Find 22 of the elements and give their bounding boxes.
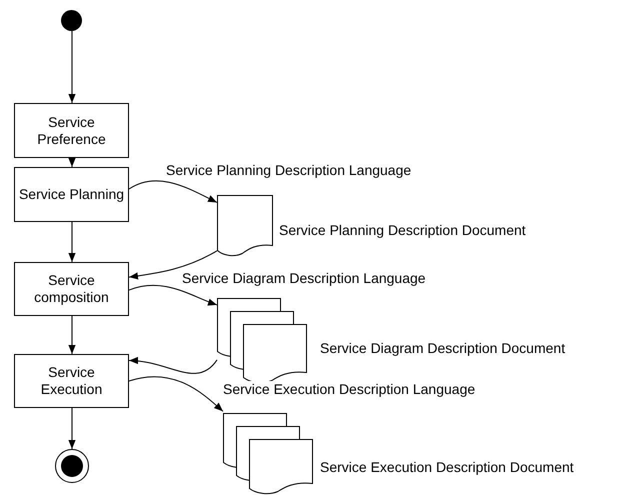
document-label: Service Diagram Description Document (320, 340, 566, 356)
arrow (68, 316, 76, 354)
edge-label: Service Planning Description Language (165, 162, 412, 178)
document-label: Service Execution Description Document (320, 459, 574, 475)
process-box: Service Preference (14, 103, 129, 158)
arrow (68, 222, 76, 262)
process-box: Service composition (14, 262, 129, 316)
arrow (128, 250, 218, 280)
arrow (68, 158, 76, 168)
start-node (61, 10, 82, 31)
end-node (55, 449, 89, 483)
arrow (128, 180, 218, 203)
edge-label: Service Execution Description Language (222, 381, 476, 397)
arrow (68, 408, 76, 450)
document-label: Service Planning Description Document (279, 222, 526, 238)
process-box: Service Planning (14, 167, 129, 222)
arrow (128, 357, 218, 374)
edge-label: Service Diagram Description Language (181, 270, 427, 286)
arrow (128, 284, 218, 306)
arrow (128, 376, 224, 412)
arrow (68, 30, 76, 104)
process-box: Service Execution (14, 354, 129, 408)
